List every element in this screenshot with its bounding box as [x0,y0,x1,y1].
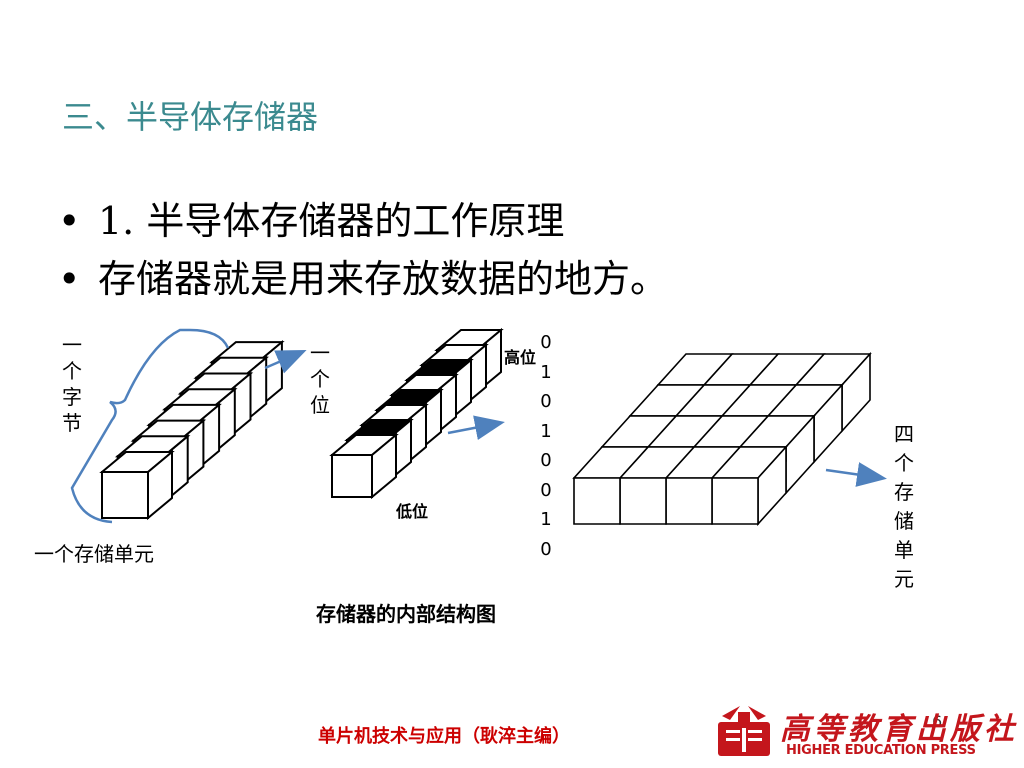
bit-value: 0 [540,479,552,501]
byte-row-diagram [99,339,285,521]
memory-grid-diagram [572,351,872,527]
publisher-logo-text: 高等教育出版社 [780,712,1018,747]
page-number: 6 [932,712,943,731]
bit-value: 0 [540,450,552,471]
byte-brace [70,328,230,524]
bit-value: 1 [540,420,552,442]
bullet-item: • 1. 半导体存储器的工作原理 [58,190,564,245]
figure-caption: 存储器的内部结构图 [316,602,496,626]
grid-cell-front [665,477,713,525]
grid-cell-front [619,477,667,525]
slide-title: 三、半导体存储器 [62,98,319,136]
bit-value: 0 [540,391,552,412]
bit-value: 1 [540,361,552,383]
bullet-dot: • [58,199,81,243]
bit-row-diagram [329,327,504,500]
grid-cell-front [711,477,759,525]
footer-book-title: 单片机技术与应用（耿淬主编） [318,726,570,747]
label-one-byte: 一个字节 [62,333,82,435]
bullet-text: 1. 半导体存储器的工作原理 [98,199,565,243]
cube-front-face [101,471,149,519]
label-one-cell: 一个存储单元 [34,542,154,566]
bit-values: 0 1 0 1 0 0 1 0 [536,328,556,564]
label-high-bit: 高位 [504,348,537,367]
four-cells-arrow [825,462,887,487]
label-one-bit: 一个位 [310,341,330,417]
label-four-cells: 四个存储单元 [894,422,914,591]
label-low-bit: 低位 [396,502,429,521]
bit-value: 1 [540,509,552,530]
publisher-logo-english: HIGHER EDUCATION PRESS [786,743,976,758]
bit-value: 0 [540,538,552,560]
bit-value: 0 [540,332,552,353]
bullet-item: • 存储器就是用来存放数据的地方。 [58,248,668,303]
bullet-text: 存储器就是用来存放数据的地方。 [98,257,669,301]
cube-front-face [331,454,373,498]
bullet-dot: • [58,257,81,301]
bits-arrow [447,415,505,440]
bit-arrow [264,350,307,374]
grid-cell-front [573,477,621,525]
